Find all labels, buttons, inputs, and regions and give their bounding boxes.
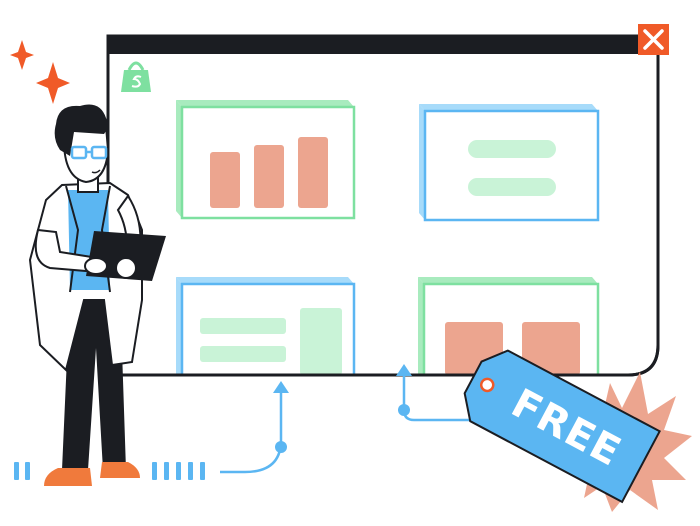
left-arm [34, 228, 99, 274]
left-shoe [44, 468, 92, 486]
content-line-1 [200, 318, 286, 334]
glasses-icon [70, 145, 108, 160]
hand-right [115, 257, 137, 279]
sparkle-icons [10, 40, 70, 104]
decorative-dashes [14, 462, 205, 480]
chart-bar-2 [254, 145, 284, 208]
sparkle-large-icon [36, 62, 70, 104]
content-line-2 [200, 346, 286, 362]
tag-hole [479, 377, 495, 393]
window-titlebar [108, 36, 658, 54]
chart-bar-3 [298, 137, 328, 208]
bar-chart-card [176, 100, 356, 220]
list-line-2 [468, 178, 556, 196]
hand-left [84, 257, 108, 275]
product-block-2 [522, 322, 580, 375]
right-shoe [100, 462, 140, 478]
content-image [300, 308, 342, 375]
content-card [176, 277, 356, 375]
list-card [419, 104, 600, 222]
close-x-icon [643, 29, 664, 50]
shopify-bag-icon [121, 61, 151, 92]
sparkle-small-icon [10, 40, 34, 70]
chart-bar-1 [210, 152, 240, 208]
close-button[interactable] [638, 24, 669, 55]
connector-arrows [220, 364, 470, 474]
arrow-up-icon [273, 381, 289, 393]
hair [54, 104, 108, 156]
developer-character [28, 104, 166, 486]
arrow-up-icon-2 [396, 364, 412, 376]
list-line-1 [468, 140, 556, 158]
